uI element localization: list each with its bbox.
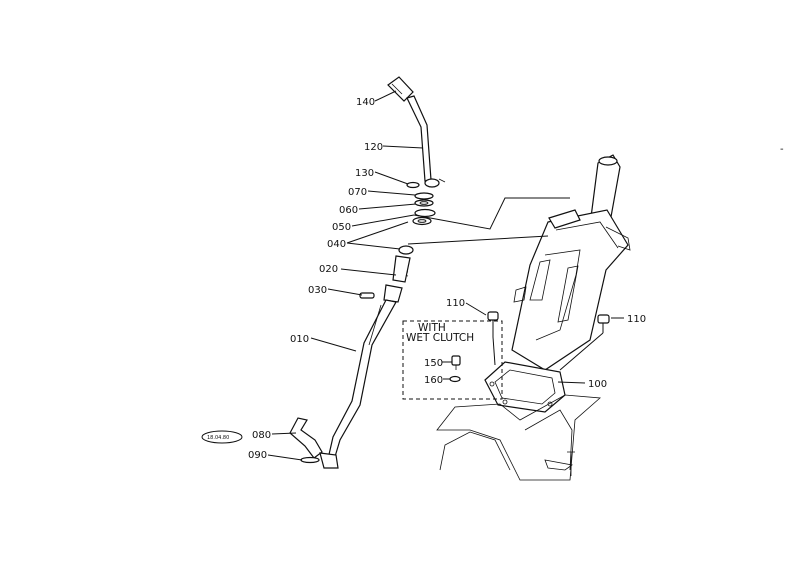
callout-100: 100	[588, 379, 607, 390]
plug-150	[451, 355, 461, 370]
shift-lever-assembly	[289, 76, 446, 469]
washer-160	[449, 375, 461, 383]
callout-labels: 140 120 130 070 060 050 040 020 030 010 …	[248, 97, 646, 461]
callout-070: 070	[348, 187, 367, 198]
leader-lines	[267, 90, 624, 461]
callout-140: 140	[356, 97, 375, 108]
callout-130: 130	[355, 168, 374, 179]
callout-050: 050	[332, 222, 351, 233]
shift-knob-140	[387, 76, 414, 102]
wet-clutch-option-box: WITH WET CLUTCH	[402, 320, 503, 400]
bolt-110-left	[487, 311, 499, 337]
callout-160: 160	[424, 375, 443, 386]
page-marker: -	[780, 144, 784, 155]
callout-150: 150	[424, 358, 443, 369]
callout-110-right: 110	[627, 314, 646, 325]
callout-080: 080	[252, 430, 271, 441]
date-stamp-text: 18.04.80	[207, 435, 229, 441]
callout-120: 120	[364, 142, 383, 153]
option-box-line2: WET CLUTCH	[406, 332, 474, 344]
callout-060: 060	[339, 205, 358, 216]
pin-030	[359, 292, 375, 299]
callout-090: 090	[248, 450, 267, 461]
transmission-housing	[436, 154, 631, 481]
callout-040: 040	[327, 239, 346, 250]
callout-020: 020	[319, 264, 338, 275]
callout-110-left: 110	[446, 298, 465, 309]
callout-010: 010	[290, 334, 309, 345]
end-bracket	[300, 452, 339, 469]
spring-020	[392, 245, 414, 283]
callout-030: 030	[308, 285, 327, 296]
option-box-line1: WITH	[418, 322, 446, 334]
bolt-110-right	[597, 314, 610, 333]
shift-rod-010	[327, 284, 403, 461]
lever-joint	[406, 178, 446, 226]
date-stamp: 18.04.80	[201, 430, 243, 444]
shift-fork-080	[289, 417, 323, 459]
shift-lever-120	[406, 95, 432, 182]
